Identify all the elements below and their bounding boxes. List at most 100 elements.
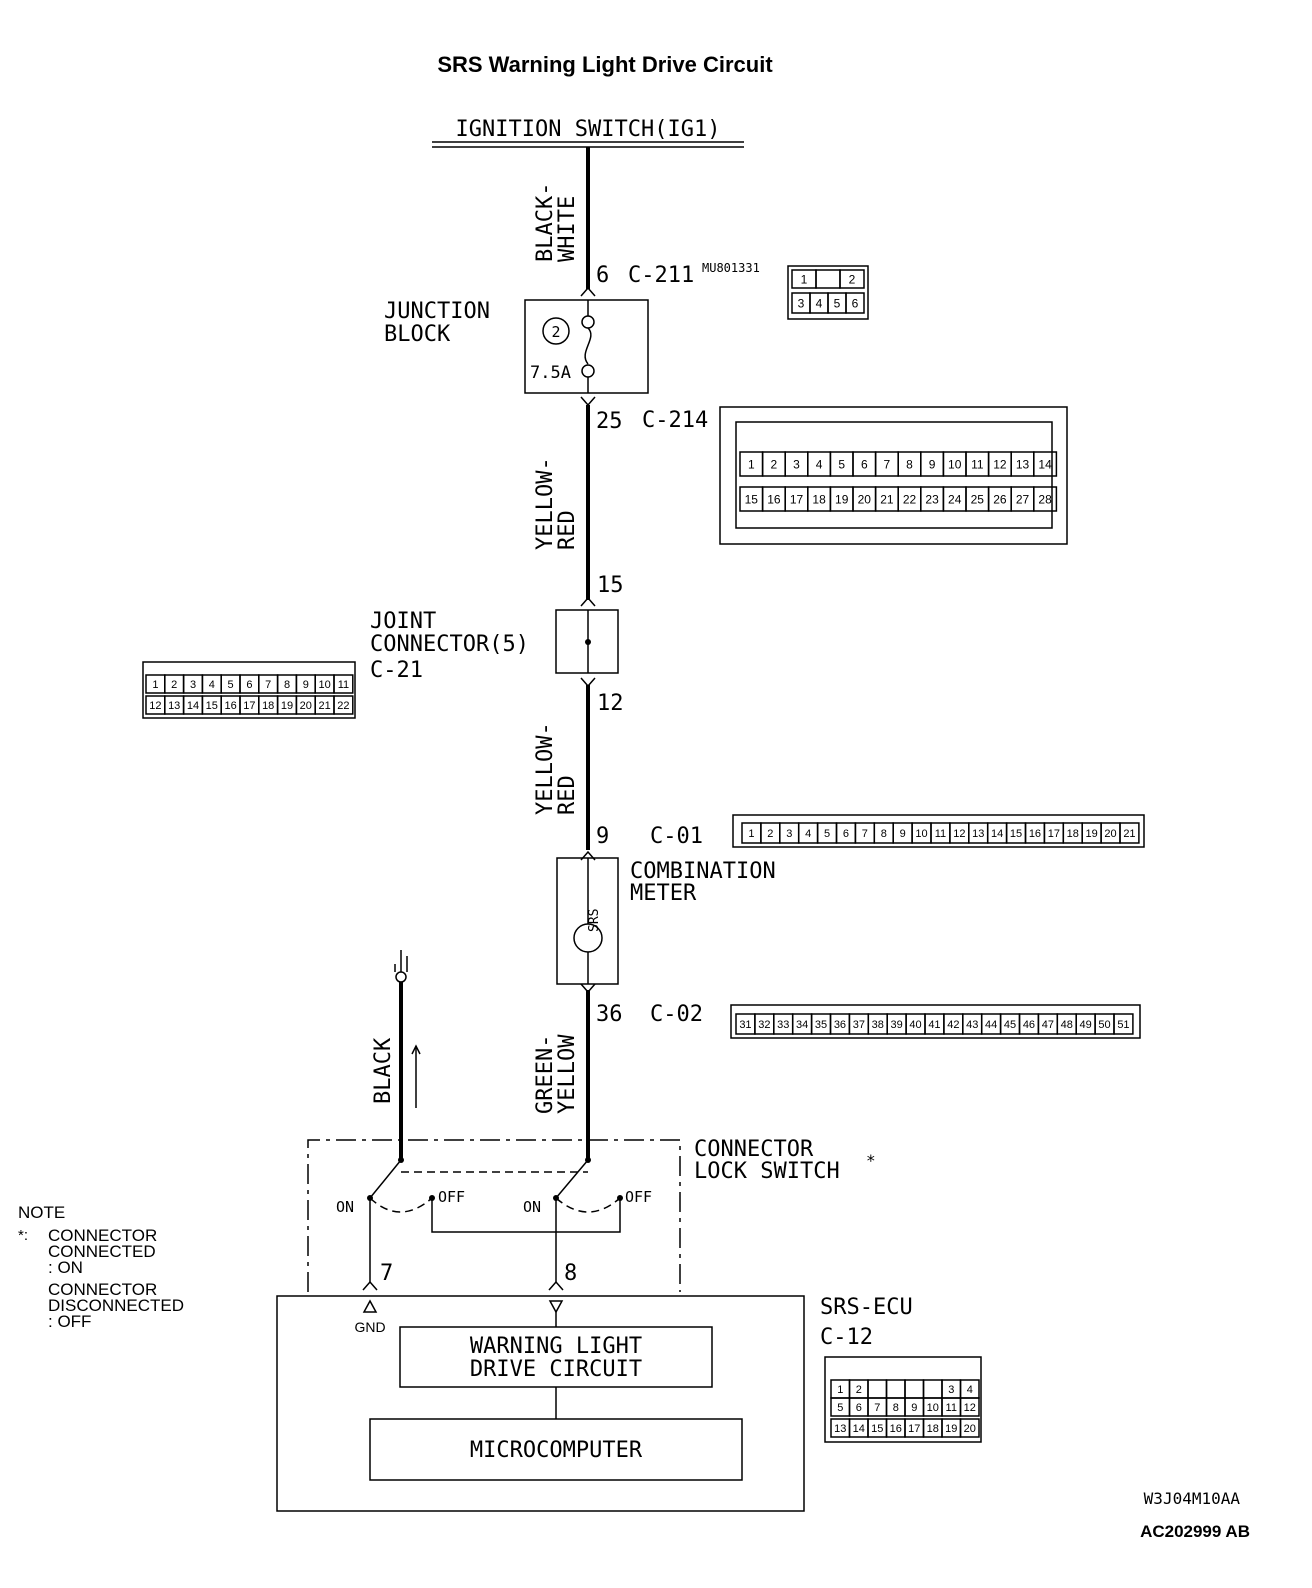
diagram-code: W3J04M10AA bbox=[1144, 1489, 1241, 1508]
c12-row1-cell bbox=[904, 1379, 925, 1399]
c12-row1-pin-label: 1 bbox=[837, 1384, 843, 1396]
c02-pin-label: 44 bbox=[985, 1019, 997, 1031]
c21-top-pin-label: 2 bbox=[171, 679, 177, 691]
srs-ecu-label: SRS-ECU bbox=[820, 1295, 913, 1320]
connector-lock-switch-box bbox=[307, 1139, 681, 1292]
warning-light-label-2: DRIVE CIRCUIT bbox=[470, 1357, 642, 1382]
c12-row2-pin-label: 10 bbox=[927, 1402, 939, 1414]
c12-row2-pin-label: 6 bbox=[856, 1402, 862, 1414]
figure-code: AC202999 AB bbox=[1140, 1522, 1250, 1541]
c211-top-cell bbox=[815, 269, 841, 289]
svg-text:GREEN-: GREEN- bbox=[533, 1035, 558, 1114]
c01-cell bbox=[1119, 822, 1140, 844]
ground-icon bbox=[394, 950, 408, 983]
svg-text:YELLOW-: YELLOW- bbox=[533, 722, 558, 815]
c01-pin-label: 19 bbox=[1086, 828, 1098, 840]
c214-top-pin-label: 12 bbox=[993, 457, 1007, 471]
srs-lamp-icon bbox=[573, 923, 603, 953]
switch-right-on: ON bbox=[523, 1198, 541, 1216]
note-line-4: CONNECTOR bbox=[48, 1280, 157, 1299]
c214-top-pin-label: 4 bbox=[816, 457, 823, 471]
c214-top-pin-label: 13 bbox=[1016, 457, 1030, 471]
c214-bottom-pin-label: 20 bbox=[858, 492, 872, 506]
connector-label-c12: C-12 bbox=[820, 1325, 873, 1350]
c01-pin-label: 12 bbox=[953, 828, 965, 840]
connector-lock-switch-label-2: LOCK SWITCH bbox=[694, 1159, 840, 1184]
c12-row2-pin-label: 7 bbox=[874, 1402, 880, 1414]
connector-label-c01: C-01 bbox=[650, 824, 703, 849]
c12-row3-pin-label: 17 bbox=[908, 1423, 920, 1435]
c01-pin-label: 15 bbox=[1010, 828, 1022, 840]
pin-9: 9 bbox=[596, 824, 609, 849]
c12-row2-pin-label: 9 bbox=[911, 1402, 917, 1414]
c12-row1-pin-label: 3 bbox=[948, 1384, 954, 1396]
c02-pin-label: 43 bbox=[966, 1019, 978, 1031]
c02-pin-label: 35 bbox=[815, 1019, 827, 1031]
c12-row1-pin-label: 2 bbox=[856, 1384, 862, 1396]
microcomputer-box bbox=[369, 1418, 743, 1481]
note-line-5: DISCONNECTED bbox=[48, 1296, 184, 1315]
c12-row2-cell bbox=[959, 1397, 980, 1417]
c01-pin-label: 8 bbox=[881, 828, 887, 840]
switch-left-off: OFF bbox=[438, 1188, 465, 1206]
c214-top-pin-label: 2 bbox=[771, 457, 778, 471]
c02-pin-label: 39 bbox=[891, 1019, 903, 1031]
c21-bottom-pin-label: 21 bbox=[318, 700, 330, 712]
pin-15: 15 bbox=[597, 573, 624, 598]
c02-pin-label: 40 bbox=[909, 1019, 921, 1031]
junction-block-box bbox=[524, 299, 649, 394]
c12-row1-cell bbox=[922, 1379, 943, 1399]
c01-pin-label: 13 bbox=[972, 828, 984, 840]
c211-bottom-pin-label: 4 bbox=[816, 296, 823, 310]
c12-row3-pin-label: 20 bbox=[964, 1423, 976, 1435]
c214-top-cell bbox=[1033, 451, 1058, 477]
joint-connector-label-2: CONNECTOR(5) bbox=[370, 632, 529, 657]
c02-pin-label: 37 bbox=[853, 1019, 865, 1031]
svg-text:YELLOW-: YELLOW- bbox=[533, 457, 558, 550]
junction-block-label-1: JUNCTION bbox=[384, 299, 490, 324]
svg-text:RED: RED bbox=[555, 510, 580, 550]
c12-row2-pin-label: 8 bbox=[893, 1402, 899, 1414]
c214-top-pin-label: 11 bbox=[971, 457, 984, 471]
c12-row1-cell bbox=[867, 1379, 888, 1399]
c02-pin-label: 46 bbox=[1023, 1019, 1035, 1031]
c211-bottom-pin-label: 5 bbox=[834, 296, 841, 310]
c12-row3-pin-label: 18 bbox=[927, 1423, 939, 1435]
c02-pin-label: 47 bbox=[1042, 1019, 1054, 1031]
c01-pin-label: 4 bbox=[805, 828, 811, 840]
input-triangle-icon bbox=[548, 1300, 564, 1314]
c21-bottom-pin-label: 13 bbox=[168, 700, 180, 712]
c211-top-cell bbox=[839, 269, 865, 289]
connector-lock-switch-label-1: CONNECTOR bbox=[694, 1137, 814, 1162]
c214-top-pin-label: 7 bbox=[884, 457, 891, 471]
c21-pinout-shell bbox=[142, 661, 356, 719]
combination-meter-label-2: METER bbox=[630, 881, 697, 906]
c214-top-pin-label: 9 bbox=[929, 457, 936, 471]
svg-text:YELLOW: YELLOW bbox=[555, 1034, 580, 1114]
c211-bottom-pin-label: 6 bbox=[852, 296, 859, 310]
c211-pinout-shell bbox=[787, 265, 869, 320]
c01-pin-label: 17 bbox=[1048, 828, 1060, 840]
joint-connector-box bbox=[555, 609, 619, 674]
c01-pin-label: 9 bbox=[900, 828, 906, 840]
c12-row2-pin-label: 11 bbox=[946, 1402, 957, 1414]
c02-pin-label: 50 bbox=[1098, 1019, 1110, 1031]
wire-label-yellow-red-2: YELLOW- RED bbox=[533, 722, 580, 815]
wire-label-yellow-red-1: YELLOW- RED bbox=[533, 457, 580, 550]
joint-connector-node bbox=[585, 639, 591, 645]
c214-bottom-pin-label: 23 bbox=[925, 492, 939, 506]
fuse-number: 2 bbox=[551, 323, 560, 341]
c02-pin-label: 45 bbox=[1004, 1019, 1016, 1031]
c02-pin-label: 33 bbox=[777, 1019, 789, 1031]
c21-top-pin-label: 6 bbox=[246, 679, 252, 691]
note-line-3: : ON bbox=[48, 1258, 83, 1277]
srs-ecu-box bbox=[276, 1295, 805, 1512]
c21-top-pin-label: 11 bbox=[338, 679, 349, 691]
c21-top-pin-label: 4 bbox=[209, 679, 215, 691]
c214-top-pin-label: 10 bbox=[948, 457, 962, 471]
connector-label-c214: C-214 bbox=[642, 408, 708, 433]
diagram-title: SRS Warning Light Drive Circuit bbox=[437, 52, 773, 77]
c21-top-pin-label: 1 bbox=[152, 679, 158, 691]
c214-pinout-shell bbox=[719, 406, 1068, 545]
c01-pin-label: 16 bbox=[1029, 828, 1041, 840]
